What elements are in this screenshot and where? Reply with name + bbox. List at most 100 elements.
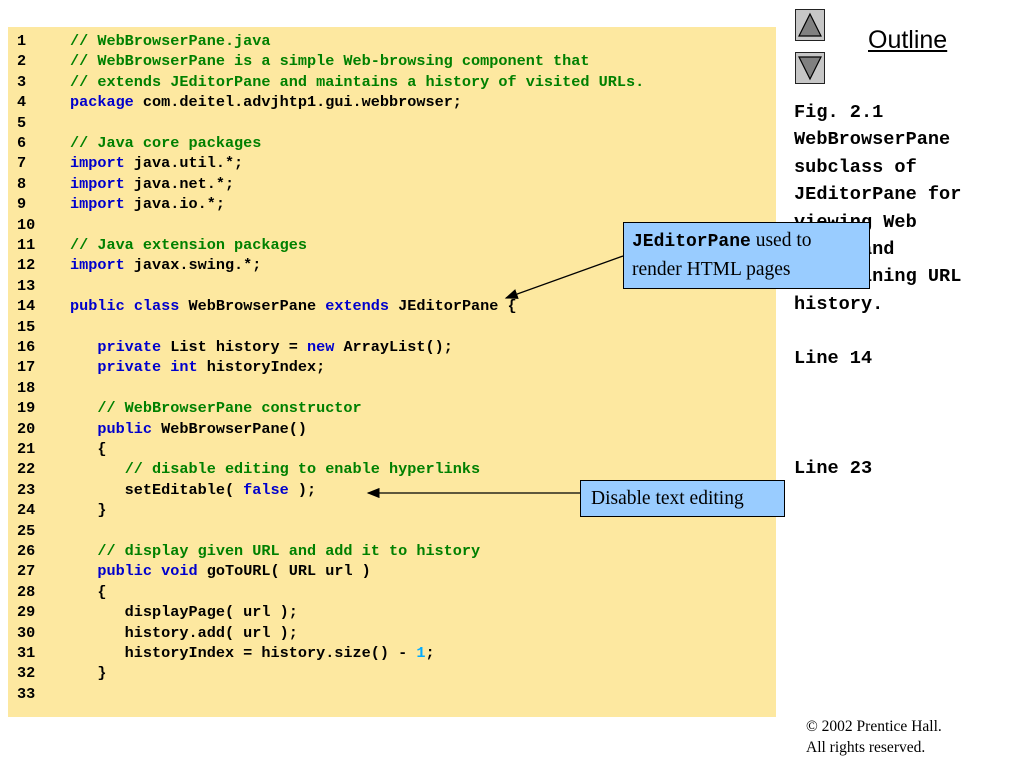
disable-editing-callout: Disable text editing xyxy=(580,480,785,517)
line-number: 6 xyxy=(17,134,27,152)
comment-token: // Java extension packages xyxy=(70,236,307,254)
line-number: 32 xyxy=(17,664,36,683)
code-token: JEditorPane { xyxy=(389,297,517,316)
code-token xyxy=(70,338,97,356)
code-text: } xyxy=(70,663,106,683)
line-number: 1 xyxy=(17,32,27,50)
line-number: 2 xyxy=(17,52,27,71)
line-number: 16 xyxy=(17,338,36,356)
code-text: import javax.swing.*; xyxy=(70,255,261,275)
code-text: { xyxy=(70,439,106,459)
callout-code-term: JEditorPane xyxy=(632,232,751,252)
previous-slide-button[interactable] xyxy=(795,9,825,41)
down-triangle-icon xyxy=(798,56,822,81)
outline-link[interactable]: Outline xyxy=(868,26,948,54)
code-token xyxy=(152,562,161,580)
keyword-token: public xyxy=(97,419,153,438)
comment-token: // display given URL and add it to histo… xyxy=(97,542,481,560)
keyword-token: public xyxy=(70,297,125,316)
line-number: 21 xyxy=(17,440,36,458)
caption-line: subclass of xyxy=(794,156,917,178)
line-number: 14 xyxy=(17,297,36,316)
code-text: // WebBrowserPane constructor xyxy=(70,398,362,418)
code-text: package com.deitel.advjhtp1.gui.webbrows… xyxy=(70,92,462,112)
copyright-line-1: 2002 Prentice Hall. xyxy=(817,718,942,735)
code-token: } xyxy=(70,664,107,683)
line-number: 22 xyxy=(17,460,36,479)
code-token: ; xyxy=(425,644,435,662)
line-number: 12 xyxy=(17,256,36,275)
code-text: public void goToURL( URL url ) xyxy=(70,561,370,581)
line-reference: Line 23 xyxy=(794,458,873,479)
line-number: 26 xyxy=(17,542,36,560)
line-number: 19 xyxy=(17,399,36,418)
keyword-token: private xyxy=(97,338,162,356)
keyword-token: int xyxy=(170,358,198,377)
keyword-token: private xyxy=(97,358,162,377)
code-token: { xyxy=(70,440,107,458)
code-token xyxy=(70,399,97,417)
code-token xyxy=(161,358,170,376)
line-number: 15 xyxy=(17,317,36,336)
keyword-token: class xyxy=(133,297,180,316)
code-text: displayPage( url ); xyxy=(70,602,298,622)
keyword-token: import xyxy=(70,256,125,275)
line-number: 11 xyxy=(17,236,36,254)
line-number: 18 xyxy=(17,378,36,397)
code-text: // extends JEditorPane and maintains a h… xyxy=(70,72,644,92)
comment-token: // WebBrowserPane.java xyxy=(70,32,271,50)
code-text: import java.io.*; xyxy=(70,194,225,214)
code-text: private int historyIndex; xyxy=(70,357,325,377)
code-text: } xyxy=(70,500,106,520)
code-text: import java.util.*; xyxy=(70,153,243,173)
code-token: historyIndex; xyxy=(197,358,326,377)
code-text: historyIndex = history.size() - 1; xyxy=(70,643,435,663)
code-token: java.net.*; xyxy=(124,174,235,193)
caption-line: WebBrowserPane xyxy=(794,129,951,151)
code-text: // Java core packages xyxy=(70,133,261,153)
line-number: 33 xyxy=(17,684,36,703)
code-token xyxy=(70,562,97,580)
code-listing-panel: 1 // WebBrowserPane.java 2 // WebBrowserPan… xyxy=(8,27,776,717)
code-token: java.io.*; xyxy=(124,195,225,214)
number-token: 1 xyxy=(416,644,426,662)
next-slide-button[interactable] xyxy=(795,52,825,84)
keyword-token: package xyxy=(70,93,134,112)
code-text: import java.net.*; xyxy=(70,174,234,194)
code-token: com.deitel.advjhtp1.gui.webbrowser; xyxy=(133,93,462,112)
code-token xyxy=(70,460,125,478)
code-token: historyIndex = history.size() - xyxy=(70,644,417,662)
keyword-token: extends xyxy=(325,297,390,316)
code-token: displayPage( url ); xyxy=(70,603,298,622)
code-token: java.util.*; xyxy=(124,154,244,173)
code-token: setEditable( xyxy=(70,480,244,499)
caption-line: Fig. 2.1 xyxy=(794,102,884,123)
line-number: 31 xyxy=(17,644,36,662)
comment-token: // WebBrowserPane is a simple Web-browsi… xyxy=(70,52,590,71)
code-text: { xyxy=(70,582,106,602)
callout-text-1: used to xyxy=(750,230,812,251)
line-number: 5 xyxy=(17,113,27,132)
line-number: 17 xyxy=(17,358,36,377)
comment-token: // extends JEditorPane and maintains a h… xyxy=(70,72,645,91)
keyword-token: void xyxy=(161,562,198,581)
line-number: 23 xyxy=(17,480,36,499)
code-text: // Java extension packages xyxy=(70,235,307,255)
code-token: } xyxy=(70,501,107,520)
keyword-token: new xyxy=(306,338,335,356)
line-number: 24 xyxy=(17,501,36,520)
keyword-token: import xyxy=(70,174,125,193)
line-number: 10 xyxy=(17,215,36,234)
code-token xyxy=(70,358,97,376)
copyright-line-2: All rights reserved. xyxy=(806,739,926,756)
line-number: 3 xyxy=(17,72,27,91)
up-triangle-icon xyxy=(798,12,822,37)
code-token xyxy=(125,297,134,315)
code-token: history.add( url ); xyxy=(70,623,298,642)
line-number: 8 xyxy=(17,174,27,193)
comment-token: // WebBrowserPane constructor xyxy=(97,399,362,418)
code-token xyxy=(70,542,97,560)
code-text: public class WebBrowserPane extends JEdi… xyxy=(70,296,517,316)
line-number: 4 xyxy=(17,93,27,112)
jeditorpane-callout: JEditorPane used to render HTML pages xyxy=(623,222,870,289)
